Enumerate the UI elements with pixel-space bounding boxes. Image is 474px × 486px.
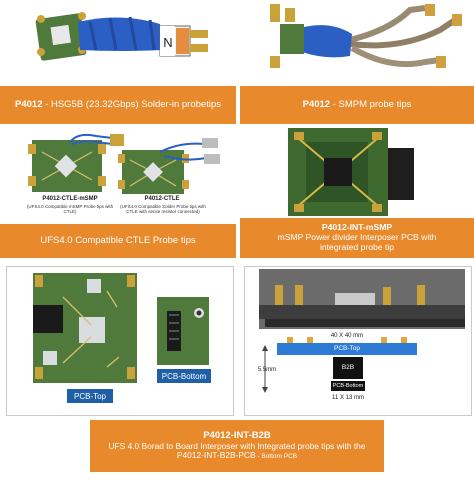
product-code: P4012-INT-B2B [203, 429, 271, 441]
panel-stackup: 40 X 40 mm PCB-Top B2B 5.5mm PCB-Bottom … [244, 266, 472, 416]
product-description: HSG5B (23.32Gbps) Solder-in probetips [50, 98, 221, 110]
label-pcb-top: PCB-Top [333, 345, 360, 352]
banner-int-msmp: P4012-INT-mSMP mSMP Power divider Interp… [240, 218, 474, 258]
label-ctle: P4012-CTLE [144, 196, 180, 202]
desc-line-2-suffix: - Bottom PCB [255, 453, 298, 461]
separator: - [42, 98, 51, 110]
tag-pcb-top: PCB-Top [67, 389, 113, 403]
banner-ctle: UFS4.0 Compatible CTLE Probe tips [0, 224, 236, 258]
photo-hsg5b-probe: N P [0, 0, 236, 85]
product-code: P4012-INT-mSMP [321, 222, 393, 233]
product-code: P4012 [302, 98, 331, 110]
logo-letter-n: N [163, 35, 172, 50]
banner-hsg5b: P4012 - HSG5B (23.32Gbps) Solder-in prob… [0, 86, 236, 124]
desc-line-2: P4012-INT-B2B-PCB [176, 450, 256, 461]
separator: - [330, 98, 339, 110]
stackup-photo [259, 269, 465, 393]
label-pcb-bottom: PCB-Bottom [332, 383, 364, 389]
banner-int-b2b: P4012-INT-B2B UFS 4.0 Borad to Board Int… [90, 420, 384, 472]
desc-line-1: UFS 4.0 Borad to Board Interposer with I… [108, 440, 366, 451]
product-code: P4012 [15, 98, 43, 110]
photo-smpm-probe [240, 0, 474, 85]
dim-top: 40 X 40 mm [330, 333, 364, 339]
label-ctle-msmp: P4012-CTLE-mSMP [42, 196, 98, 202]
product-description: SMPM probe tips [338, 98, 412, 110]
label-b2b: B2B [341, 364, 355, 371]
dim-bottom: 11 X 13 mm [332, 395, 364, 401]
sublabel-ctle-msmp: (UFS4.0 Compatible mSMP Probe tips with … [26, 204, 114, 215]
desc-line-2: integrated probe tip [319, 241, 395, 252]
pcb-photos [33, 273, 209, 383]
panel-pcb-photos: PCB-Top PCB-Bottom [6, 266, 234, 416]
sublabel-ctle: (UFS4.0 Compatible Solder Probe tips wit… [120, 204, 206, 215]
label-height: 5.5mm [257, 367, 277, 373]
photo-int-msmp [288, 128, 414, 216]
banner-title: UFS4.0 Compatible CTLE Probe tips [40, 234, 196, 246]
desc-line-1: mSMP Power divider Interposer PCB with [277, 232, 437, 243]
photo-ctle-boards: P4012-CTLE-mSMP (UFS4.0 Compatible mSMP … [0, 128, 236, 220]
banner-smpm: P4012 - SMPM probe tips [240, 86, 474, 124]
tag-pcb-bottom: PCB-Bottom [157, 369, 211, 383]
